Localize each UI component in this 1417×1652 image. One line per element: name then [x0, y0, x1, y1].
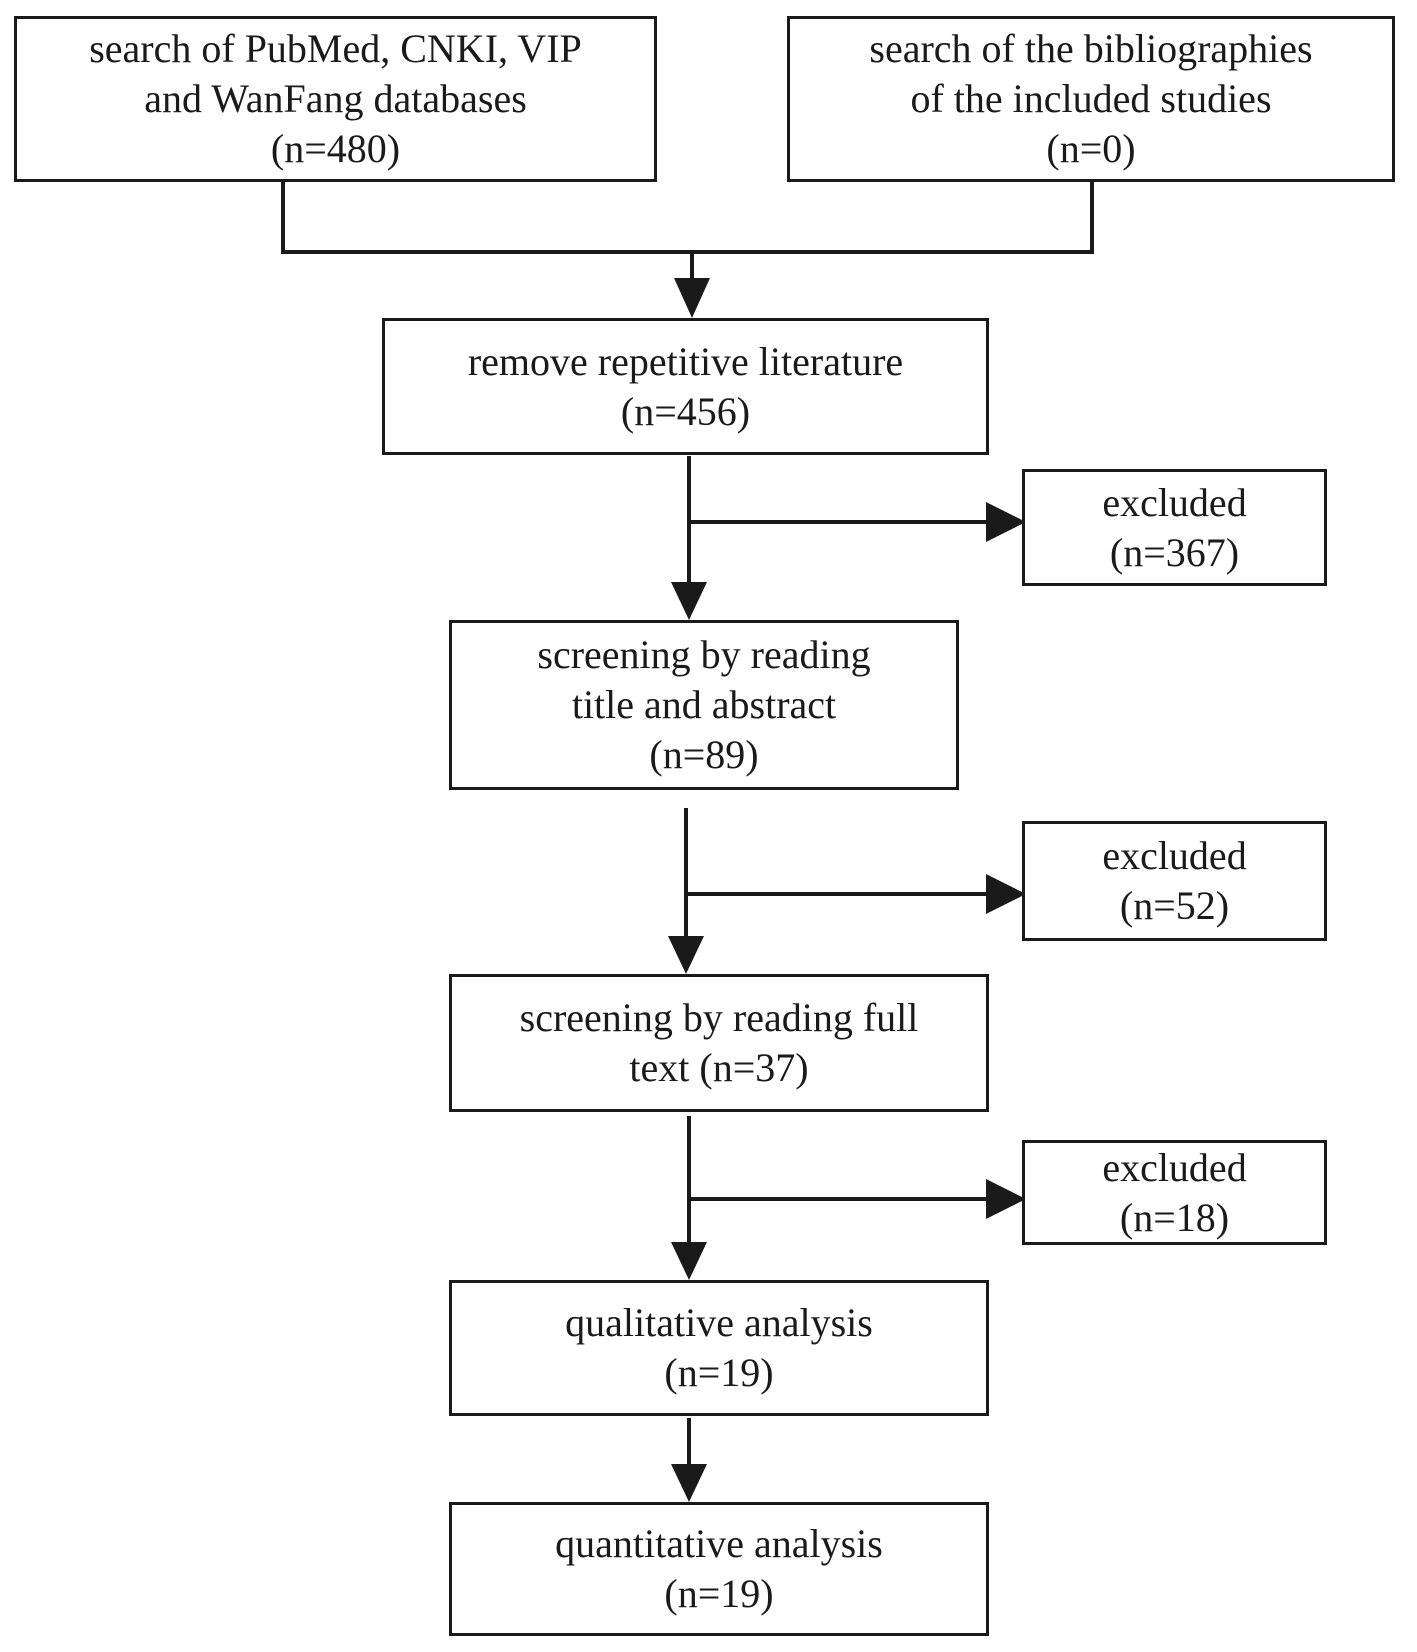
excluded-box-1: excluded (n=367)	[1022, 469, 1327, 586]
search-databases-line-1: search of PubMed, CNKI, VIP	[89, 26, 582, 71]
excluded-1-count: (n=367)	[1109, 529, 1240, 575]
qualitative-analysis-box: qualitative analysis (n=19)	[449, 1280, 989, 1416]
remove-repetitive-box: remove repetitive literature (n=456)	[382, 318, 989, 455]
qualitative-label: qualitative analysis	[565, 1300, 873, 1345]
search-bibliographies-line-1: search of the bibliographies	[869, 26, 1313, 71]
excluded-box-2: excluded (n=52)	[1022, 821, 1327, 941]
search-databases-line-2: and WanFang databases	[144, 76, 527, 121]
search-bibliographies-box: search of the bibliographies of the incl…	[787, 16, 1395, 182]
screening-fulltext-line-2: text (n=37)	[629, 1045, 809, 1090]
excluded-1-label: excluded	[1102, 479, 1247, 525]
qualitative-count: (n=19)	[664, 1350, 774, 1395]
arrowhead-excluded-2	[986, 874, 1026, 914]
arrowhead-screening-fulltext	[668, 936, 704, 974]
arrowhead-excluded-3	[986, 1179, 1026, 1219]
screening-title-line-1: screening by reading	[537, 632, 871, 677]
remove-repetitive-count: (n=456)	[620, 388, 751, 434]
arrowhead-screening-title	[671, 582, 707, 620]
arrowhead-quantitative	[671, 1464, 707, 1502]
search-databases-box: search of PubMed, CNKI, VIP and WanFang …	[14, 16, 657, 182]
quantitative-label: quantitative analysis	[555, 1521, 883, 1566]
search-databases-count: (n=480)	[270, 126, 401, 171]
arrowhead-remove	[674, 278, 710, 318]
quantitative-analysis-box: quantitative analysis (n=19)	[449, 1502, 989, 1636]
screening-title-box: screening by reading title and abstract …	[449, 620, 959, 790]
arrowhead-excluded-1	[986, 502, 1026, 542]
remove-repetitive-label: remove repetitive literature	[467, 338, 904, 384]
excluded-2-label: excluded	[1102, 833, 1247, 878]
screening-fulltext-box: screening by reading full text (n=37)	[449, 974, 989, 1112]
search-bibliographies-count: (n=0)	[1046, 126, 1136, 171]
excluded-box-3: excluded (n=18)	[1022, 1140, 1327, 1245]
quantitative-count: (n=19)	[664, 1571, 774, 1616]
excluded-2-count: (n=52)	[1119, 883, 1230, 928]
search-bibliographies-line-2: of the included studies	[910, 76, 1272, 121]
excluded-3-count: (n=18)	[1119, 1194, 1230, 1240]
screening-title-count: (n=89)	[649, 732, 759, 777]
screening-title-line-2: title and abstract	[571, 682, 837, 727]
merge-connector	[281, 182, 1094, 254]
screening-fulltext-line-1: screening by reading full	[519, 995, 919, 1040]
arrowhead-qualitative	[671, 1242, 707, 1280]
excluded-3-label: excluded	[1102, 1144, 1247, 1190]
